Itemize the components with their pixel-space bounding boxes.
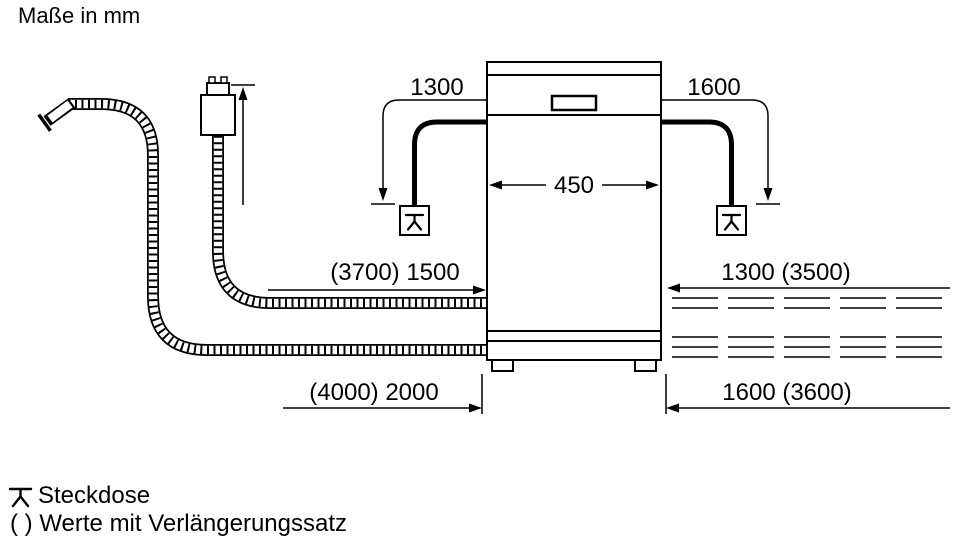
width-label: 450 [554, 172, 594, 199]
dim-extension-lines [481, 374, 667, 414]
control-panel-display [550, 94, 598, 112]
power-cable-left [412, 119, 498, 207]
right-upper-label: 1300 (3500) [721, 259, 850, 286]
standpipe-icon [200, 76, 236, 136]
faucet-connector-icon [37, 98, 76, 132]
cable-left-label: 1300 [410, 74, 463, 101]
plug-icon [404, 213, 425, 231]
supply-hose [68, 98, 495, 356]
plug-icon [8, 487, 33, 508]
legend-note: ( ) Werte mit Verlängerungssatz [10, 510, 347, 537]
drain-left-label: (3700) 1500 [330, 259, 459, 286]
bottom-right-label: 1600 (3600) [722, 379, 851, 406]
dim-bottom-left: (4000) 2000 [283, 379, 482, 413]
hose-extension-lines-lower [672, 336, 950, 358]
power-cable-right [652, 119, 734, 207]
drain-hose [212, 133, 495, 309]
dim-cable-left-1300: 1300 [371, 74, 487, 205]
foot-right [634, 359, 657, 372]
hose-extension-lines-upper [672, 297, 950, 309]
standpipe-height-line [231, 84, 255, 205]
dim-right-upper: 1300 (3500) [667, 259, 950, 293]
dim-bottom-right: 1600 (3600) [666, 379, 950, 413]
legend-socket-label: Steckdose [38, 482, 150, 509]
plug-icon [721, 213, 742, 231]
legend: Steckdose ( ) Werte mit Verlängerungssat… [8, 482, 347, 537]
socket-box-left [399, 205, 430, 236]
dim-width-450: 450 [489, 170, 659, 199]
bottom-left-label: (4000) 2000 [309, 379, 438, 406]
page-title: Maße in mm [18, 3, 140, 28]
dim-drain-left: (3700) 1500 [268, 259, 486, 295]
dim-cable-right-1600: 1600 [661, 74, 780, 205]
cable-right-label: 1600 [687, 74, 740, 101]
foot-left [491, 359, 514, 372]
socket-box-right [716, 205, 747, 236]
dishwasher-outline [486, 61, 662, 372]
